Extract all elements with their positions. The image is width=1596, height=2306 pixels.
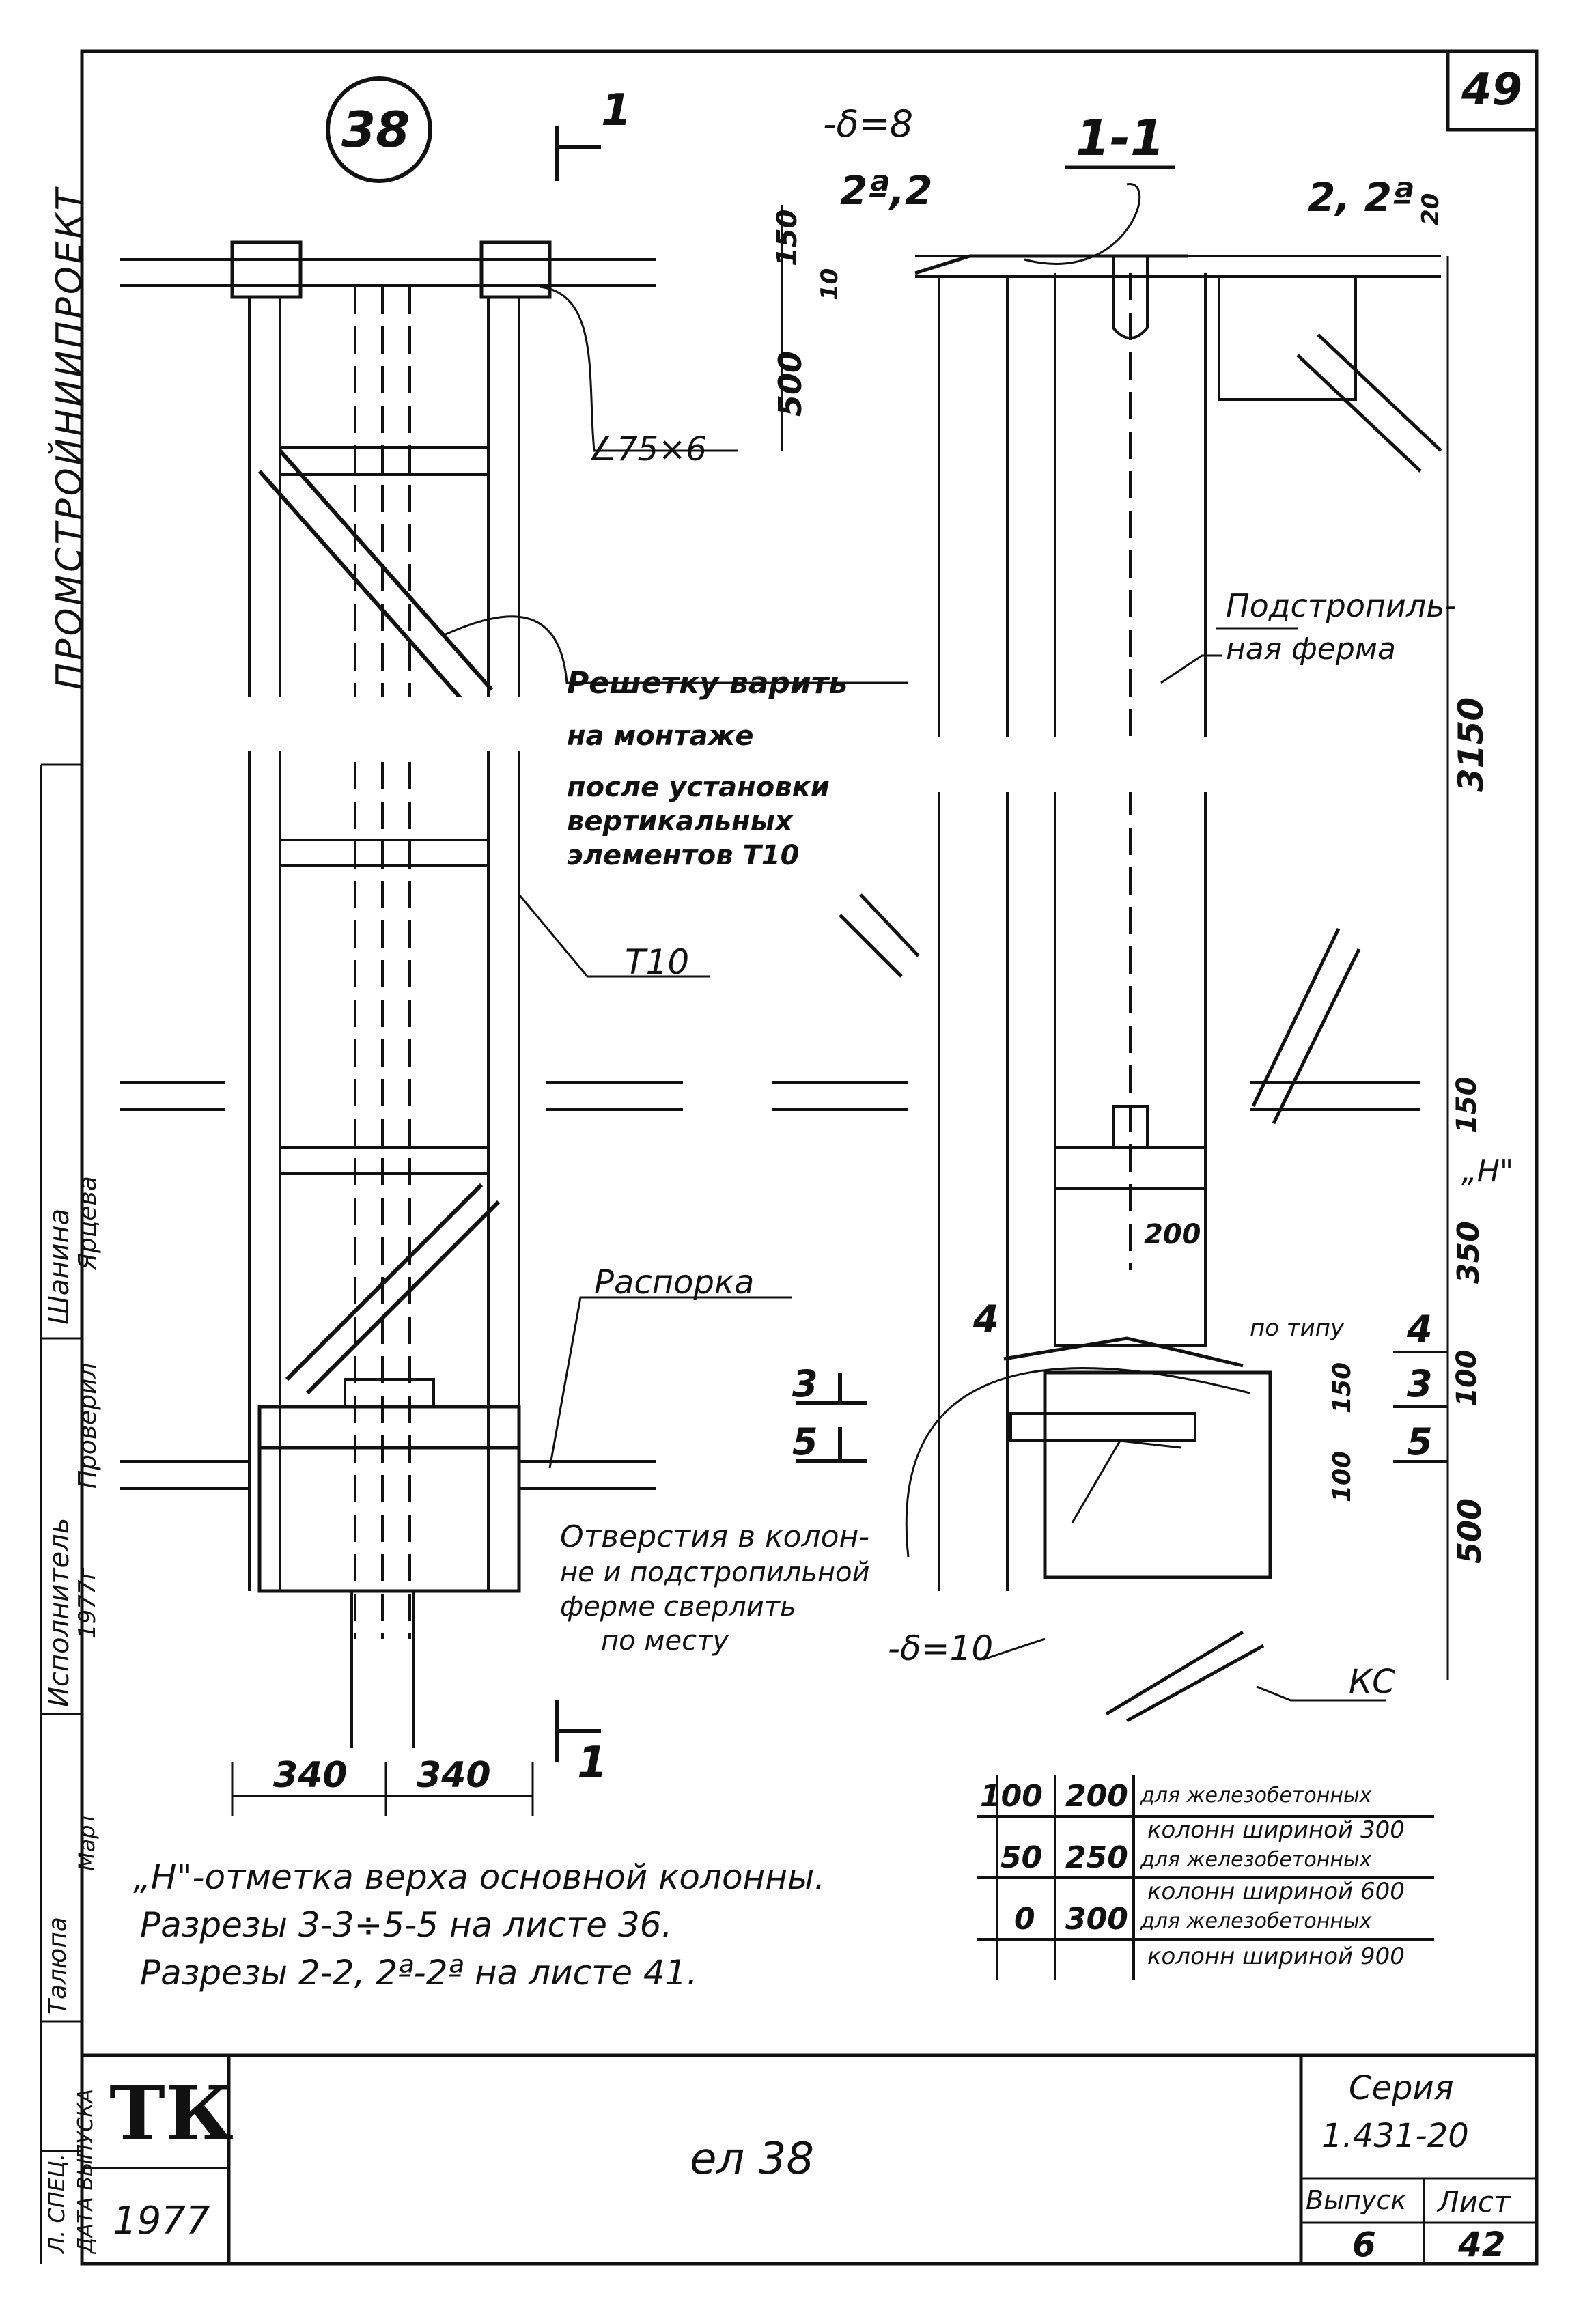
dim-150-top: 150 — [772, 209, 803, 267]
width-340-right: 340 — [417, 1755, 491, 1796]
org-name: ПРОМСТРОЙНИИПРОЕКТ — [49, 186, 90, 690]
size-table — [977, 1775, 1434, 1980]
dim-350: 350 — [1451, 1221, 1486, 1284]
role-executor: Исполнитель — [44, 1517, 75, 1707]
by-type-label: по типу — [1250, 1314, 1345, 1342]
issue-value: 6 — [1352, 2225, 1376, 2264]
mark-4-right: 4 — [1407, 1308, 1433, 1351]
dim-100-low: 100 — [1328, 1450, 1356, 1502]
tk-logo: ТК — [109, 2069, 234, 2157]
table-r2-text2: колонн шириной 600 — [1147, 1878, 1405, 1905]
mark-4-left: 4 — [973, 1297, 999, 1340]
left-elevation — [85, 76, 908, 1816]
lattice-note-2: на монтаже — [567, 720, 754, 752]
detail-number: 38 — [341, 101, 410, 158]
mark-5-right: 5 — [1407, 1420, 1433, 1463]
table-r2-b: 250 — [1065, 1840, 1128, 1875]
dim-3150: 3150 — [1451, 697, 1491, 792]
table-r1-text2: колонн шириной 300 — [1147, 1816, 1405, 1844]
note-3: Разрезы 2-2, 2ª-2ª на листе 41. — [140, 1953, 698, 1993]
sheet-value: 42 — [1458, 2225, 1506, 2264]
lattice-note-1: Решетку варить — [567, 666, 848, 701]
plate-10-label: -δ=10 — [888, 1629, 994, 1668]
dim-100-right: 100 — [1451, 1349, 1483, 1407]
mark-2-2a-left: 2ª,2 — [840, 167, 933, 214]
h-mark-label: „Н" — [1461, 1154, 1514, 1189]
name-1: Шанина — [44, 1208, 75, 1325]
title-center: ел 38 — [690, 2134, 815, 2184]
table-r3-b: 300 — [1065, 1902, 1128, 1937]
section-mark-1-bottom: 1 — [577, 1738, 608, 1788]
mark-2-2a-right: 2, 2ª — [1308, 174, 1414, 221]
dim-20-top: 20 — [1417, 193, 1444, 225]
sheet-label: Лист — [1438, 2185, 1511, 2219]
section-mark-1-top: 1 — [601, 85, 632, 136]
issue-label: Выпуск — [1306, 2185, 1407, 2215]
detail-circle — [326, 76, 432, 183]
dim-200: 200 — [1144, 1219, 1201, 1250]
dim-150-mid: 150 — [1451, 1076, 1483, 1134]
mark-5-left: 5 — [792, 1420, 818, 1463]
sheet-corner-number: 49 — [1461, 65, 1523, 115]
stamp-issue-date: ДАТА ВЫПУСКА — [74, 2088, 98, 2253]
width-340-left: 340 — [273, 1755, 348, 1796]
lattice-note-4: вертикальных — [567, 806, 793, 837]
truss-label-2: ная ферма — [1226, 632, 1396, 666]
series-label: Серия — [1349, 2069, 1454, 2107]
sheet-frame — [80, 49, 1539, 2266]
title-year: 1977 — [113, 2199, 210, 2243]
role-checker: Проверил — [74, 1362, 102, 1489]
stamp-date: 1977г — [74, 1567, 101, 1639]
angle-profile-label: ∠75×6 — [587, 430, 707, 468]
lattice-note-3: после установки — [567, 772, 830, 803]
mark-3-right: 3 — [1407, 1362, 1433, 1405]
table-r2-text1: для железобетонных — [1140, 1848, 1372, 1872]
table-r1-text1: для железобетонных — [1140, 1784, 1372, 1808]
table-r1-a: 100 — [980, 1779, 1043, 1814]
t10-label: Т10 — [625, 942, 690, 982]
plate-8-label: -δ=8 — [823, 102, 914, 145]
name-2: Ярцева — [74, 1176, 102, 1270]
stamp-spec: Л. СПЕЦ. — [44, 2153, 70, 2253]
table-r3-text1: для железобетонных — [1140, 1909, 1372, 1933]
dim-150-low: 150 — [1328, 1362, 1356, 1414]
strut-label: Распорка — [594, 1263, 755, 1302]
holes-note-2: не и подстропильной — [560, 1557, 870, 1588]
dim-500-low: 500 — [1451, 1498, 1488, 1564]
corner-box — [1446, 51, 1537, 132]
stamp-name-3: Талюпа — [44, 1917, 72, 2014]
mark-3-left: 3 — [792, 1362, 818, 1405]
table-r2-a: 50 — [1000, 1840, 1043, 1875]
holes-note-4: по месту — [601, 1625, 729, 1657]
kc-label: КС — [1349, 1663, 1395, 1701]
table-r3-a: 0 — [1014, 1902, 1035, 1937]
series-value: 1.431-20 — [1321, 2117, 1469, 2155]
dim-10-top: 10 — [816, 268, 843, 300]
table-r3-text2: колонн шириной 900 — [1147, 1943, 1405, 1970]
lattice-note-5: элементов Т10 — [567, 840, 800, 871]
note-2: Разрезы 3-3÷5-5 на листе 36. — [140, 1905, 673, 1945]
holes-note-3: ферме сверлить — [560, 1591, 796, 1622]
dim-500-top: 500 — [772, 350, 809, 417]
right-section — [120, 165, 1449, 1723]
section-title: 1-1 — [1076, 109, 1165, 167]
table-r1-b: 200 — [1065, 1779, 1128, 1814]
note-1: „Н"-отметка верха основной колонны. — [133, 1857, 826, 1897]
truss-label-1: Подстропиль- — [1226, 587, 1457, 624]
holes-note-1: Отверстия в колон- — [560, 1519, 870, 1554]
stamp-month: Март — [74, 1812, 100, 1871]
